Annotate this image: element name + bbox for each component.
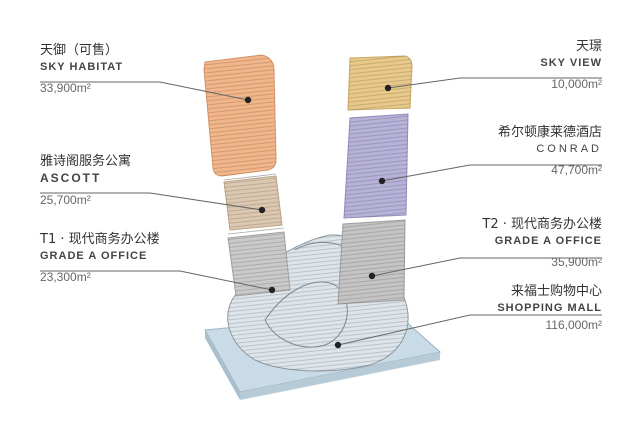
leader-lines <box>40 77 602 346</box>
label-sky-view-area: 10,000m² <box>551 76 602 91</box>
label-sky-habitat-zh: 天御（可售） <box>40 43 119 58</box>
label-sky-view-en: SKY VIEW <box>540 56 602 69</box>
label-conrad-area: 47,700m² <box>551 162 602 177</box>
grade-a-office-t1-block <box>227 231 291 297</box>
label-mall-area: 116,000m² <box>545 317 602 332</box>
label-mall-zh: 来福士购物中心 <box>510 284 602 299</box>
grade-a-office-t2-block <box>337 219 406 305</box>
conrad-block <box>343 113 409 219</box>
label-conrad-zh: 希尔顿康莱德酒店 <box>497 125 602 140</box>
ascott-block <box>223 175 283 231</box>
label-ascott-area: 25,700m² <box>40 192 91 207</box>
label-sky-view-zh: 天璟 <box>575 39 602 54</box>
label-conrad-en: CONRAD <box>536 142 602 155</box>
label-sky-view: 天璟 SKY VIEW 10,000m² <box>540 39 602 91</box>
label-sky-habitat-en: SKY HABITAT <box>40 60 124 73</box>
label-t2-office-zh: T2 · 现代商务办公楼 <box>482 217 602 232</box>
label-t1-office-zh: T1 · 现代商务办公楼 <box>40 232 160 247</box>
sky-view-block <box>347 55 413 111</box>
label-t2-office-area: 35,900m² <box>551 254 602 269</box>
label-t2-office-en: GRADE A OFFICE <box>494 234 602 247</box>
tower-t1 <box>203 54 291 297</box>
label-mall: 来福士购物中心 SHOPPING MALL 116,000m² <box>497 284 602 332</box>
label-t1-office: T1 · 现代商务办公楼 GRADE A OFFICE 23,300m² <box>40 232 160 284</box>
label-ascott: 雅诗阁服务公寓 ASCOTT 25,700m² <box>40 154 132 208</box>
label-ascott-en: ASCOTT <box>40 170 102 185</box>
sky-habitat-block <box>203 54 277 177</box>
label-conrad: 希尔顿康莱德酒店 CONRAD 47,700m² <box>497 125 602 177</box>
label-t1-office-area: 23,300m² <box>40 269 91 284</box>
label-sky-habitat: 天御（可售） SKY HABITAT 33,900m² <box>40 43 124 95</box>
label-t1-office-en: GRADE A OFFICE <box>40 249 148 262</box>
label-mall-en: SHOPPING MALL <box>497 301 602 314</box>
leader-dots <box>244 84 392 349</box>
tower-t2 <box>337 55 413 305</box>
label-t2-office: T2 · 现代商务办公楼 GRADE A OFFICE 35,900m² <box>482 217 602 269</box>
label-sky-habitat-area: 33,900m² <box>40 80 91 95</box>
label-ascott-zh: 雅诗阁服务公寓 <box>40 154 132 169</box>
